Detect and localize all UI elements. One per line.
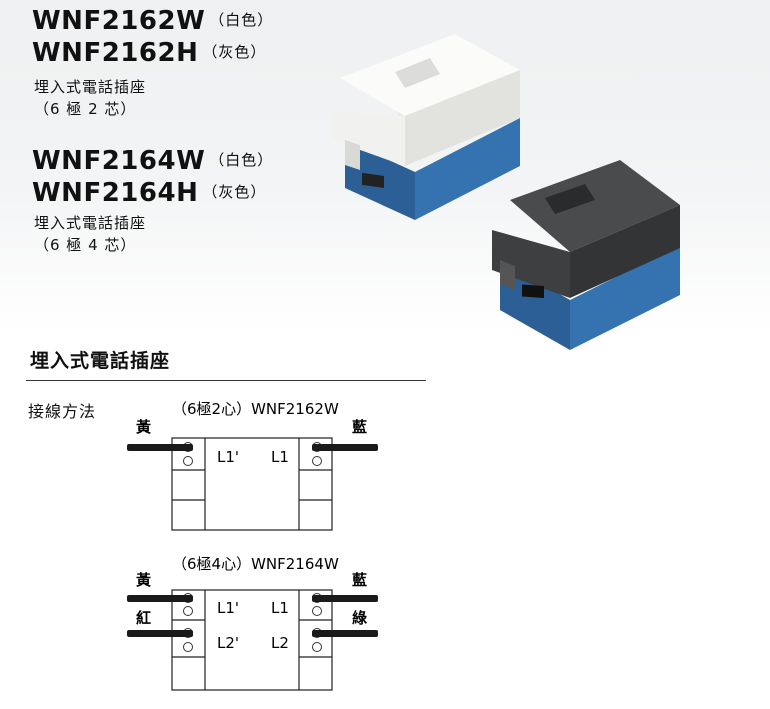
product-title-wnf2164h: WNF2164H（灰色） <box>32 178 266 211</box>
wiring-diagram-4core: （6極4心）WNF2164W 黃 藍 紅 綠 L1' L1 L2' L2 <box>127 555 378 691</box>
wire-yellow <box>127 444 193 451</box>
socket-body <box>171 589 333 691</box>
wire-blue <box>312 595 378 602</box>
wire-label-yellow: 黃 <box>136 418 151 436</box>
model-number: WNF2162W <box>32 6 206 36</box>
color-label: （灰色） <box>202 43 267 61</box>
wire-label-green: 綠 <box>352 609 368 627</box>
product-description-4core: 埋入式電話插座 （6 極 4 芯） <box>34 212 146 256</box>
wiring-diagram-2core: （6極2心）WNF2162W 黃 藍 L1' L1 <box>127 400 378 531</box>
terminal-hole <box>312 606 322 616</box>
terminal-label: L2' <box>217 634 239 652</box>
terminal-label: L1' <box>217 448 239 466</box>
product-title-wnf2162h: WNF2162H（灰色） <box>32 38 266 71</box>
wire-label-blue: 藍 <box>352 418 367 436</box>
terminal-label: L1 <box>271 448 289 466</box>
model-number: WNF2164W <box>32 146 206 176</box>
wiring-method-label: 接線方法 <box>28 402 97 421</box>
color-label: （白色） <box>209 11 274 29</box>
terminal-label: L1 <box>271 599 289 617</box>
diagram-title: （6極4心）WNF2164W <box>172 555 339 573</box>
terminal-hole <box>183 456 193 466</box>
terminal-hole <box>312 642 322 652</box>
wire-label-red: 紅 <box>136 609 151 627</box>
model-number: WNF2164H <box>32 178 199 208</box>
color-label: （白色） <box>209 151 274 169</box>
terminal-label: L2 <box>271 634 289 652</box>
color-label: （灰色） <box>202 183 267 201</box>
diagram-title: （6極2心）WNF2162W <box>172 400 339 418</box>
wire-red <box>127 630 193 637</box>
product-title-wnf2164w: WNF2164W（白色） <box>32 146 273 179</box>
description-line: 埋入式電話插座 <box>34 78 147 96</box>
wire-blue <box>312 444 378 451</box>
terminal-label: L1' <box>217 599 239 617</box>
terminal-hole <box>183 642 193 652</box>
wire-label-yellow: 黃 <box>136 571 151 589</box>
wire-yellow <box>127 595 193 602</box>
product-title-wnf2162w: WNF2162W（白色） <box>32 6 273 39</box>
product-description-2core: 埋入式電話插座 （6 極 2 芯） <box>34 76 146 120</box>
description-line: 埋入式電話插座 <box>34 214 147 232</box>
socket-body <box>171 437 333 531</box>
description-line: （6 極 2 芯） <box>34 100 137 118</box>
section-divider <box>26 380 426 381</box>
wire-label-blue: 藍 <box>352 571 367 589</box>
terminal-hole <box>183 606 193 616</box>
section-title: 埋入式電話插座 <box>30 350 171 372</box>
wire-green <box>312 630 378 637</box>
terminal-hole <box>312 456 322 466</box>
description-line: （6 極 4 芯） <box>34 236 137 254</box>
model-number: WNF2162H <box>32 38 199 68</box>
